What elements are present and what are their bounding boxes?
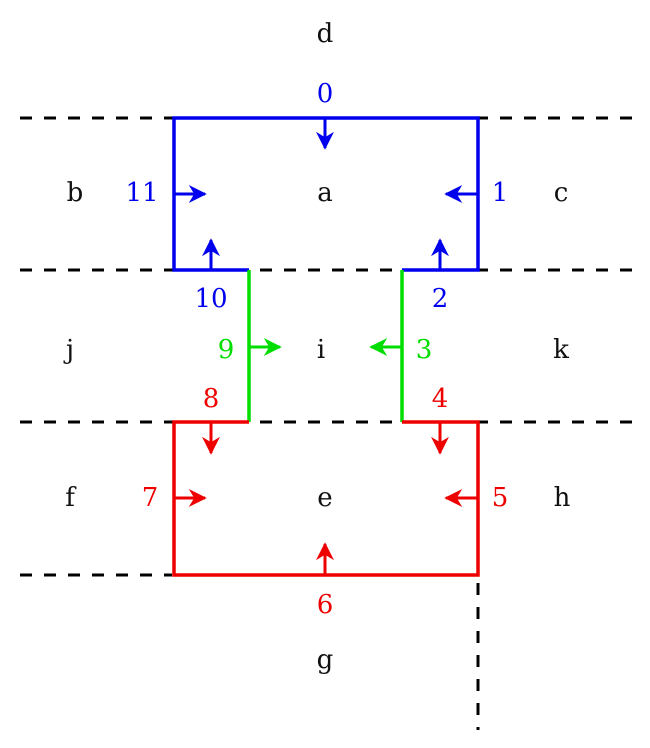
edge-label-5: 5 xyxy=(492,483,509,513)
region-label-i: i xyxy=(317,335,325,365)
edge-label-1: 1 xyxy=(492,178,509,208)
red-arrows xyxy=(174,422,478,575)
region-label-h: h xyxy=(554,483,571,513)
edge-label-4: 4 xyxy=(432,384,449,414)
region-label-c: c xyxy=(554,178,569,208)
edge-label-11: 11 xyxy=(125,178,158,208)
region-label-a: a xyxy=(317,178,333,208)
edge-label-2: 2 xyxy=(432,284,449,314)
edge-label-7: 7 xyxy=(142,483,159,513)
edge-label-8: 8 xyxy=(203,384,220,414)
edge-label-0: 0 xyxy=(317,79,334,109)
region-label-j: j xyxy=(63,335,74,365)
edge-label-3: 3 xyxy=(416,335,433,365)
region-label-f: f xyxy=(65,483,77,513)
region-label-d: d xyxy=(317,19,334,49)
region-label-k: k xyxy=(553,335,569,365)
region-label-e: e xyxy=(317,483,332,513)
region-labels: d b a c j i k f e h g xyxy=(63,19,571,675)
edge-labels: 0 1 2 10 11 3 9 4 8 5 7 6 xyxy=(125,79,508,620)
edge-label-9: 9 xyxy=(218,335,235,365)
blue-arrows xyxy=(174,118,478,270)
region-label-b: b xyxy=(67,178,84,208)
edge-label-10: 10 xyxy=(194,284,227,314)
region-label-g: g xyxy=(317,645,334,675)
dashed-boundaries xyxy=(20,116,632,730)
edge-label-6: 6 xyxy=(317,590,334,620)
